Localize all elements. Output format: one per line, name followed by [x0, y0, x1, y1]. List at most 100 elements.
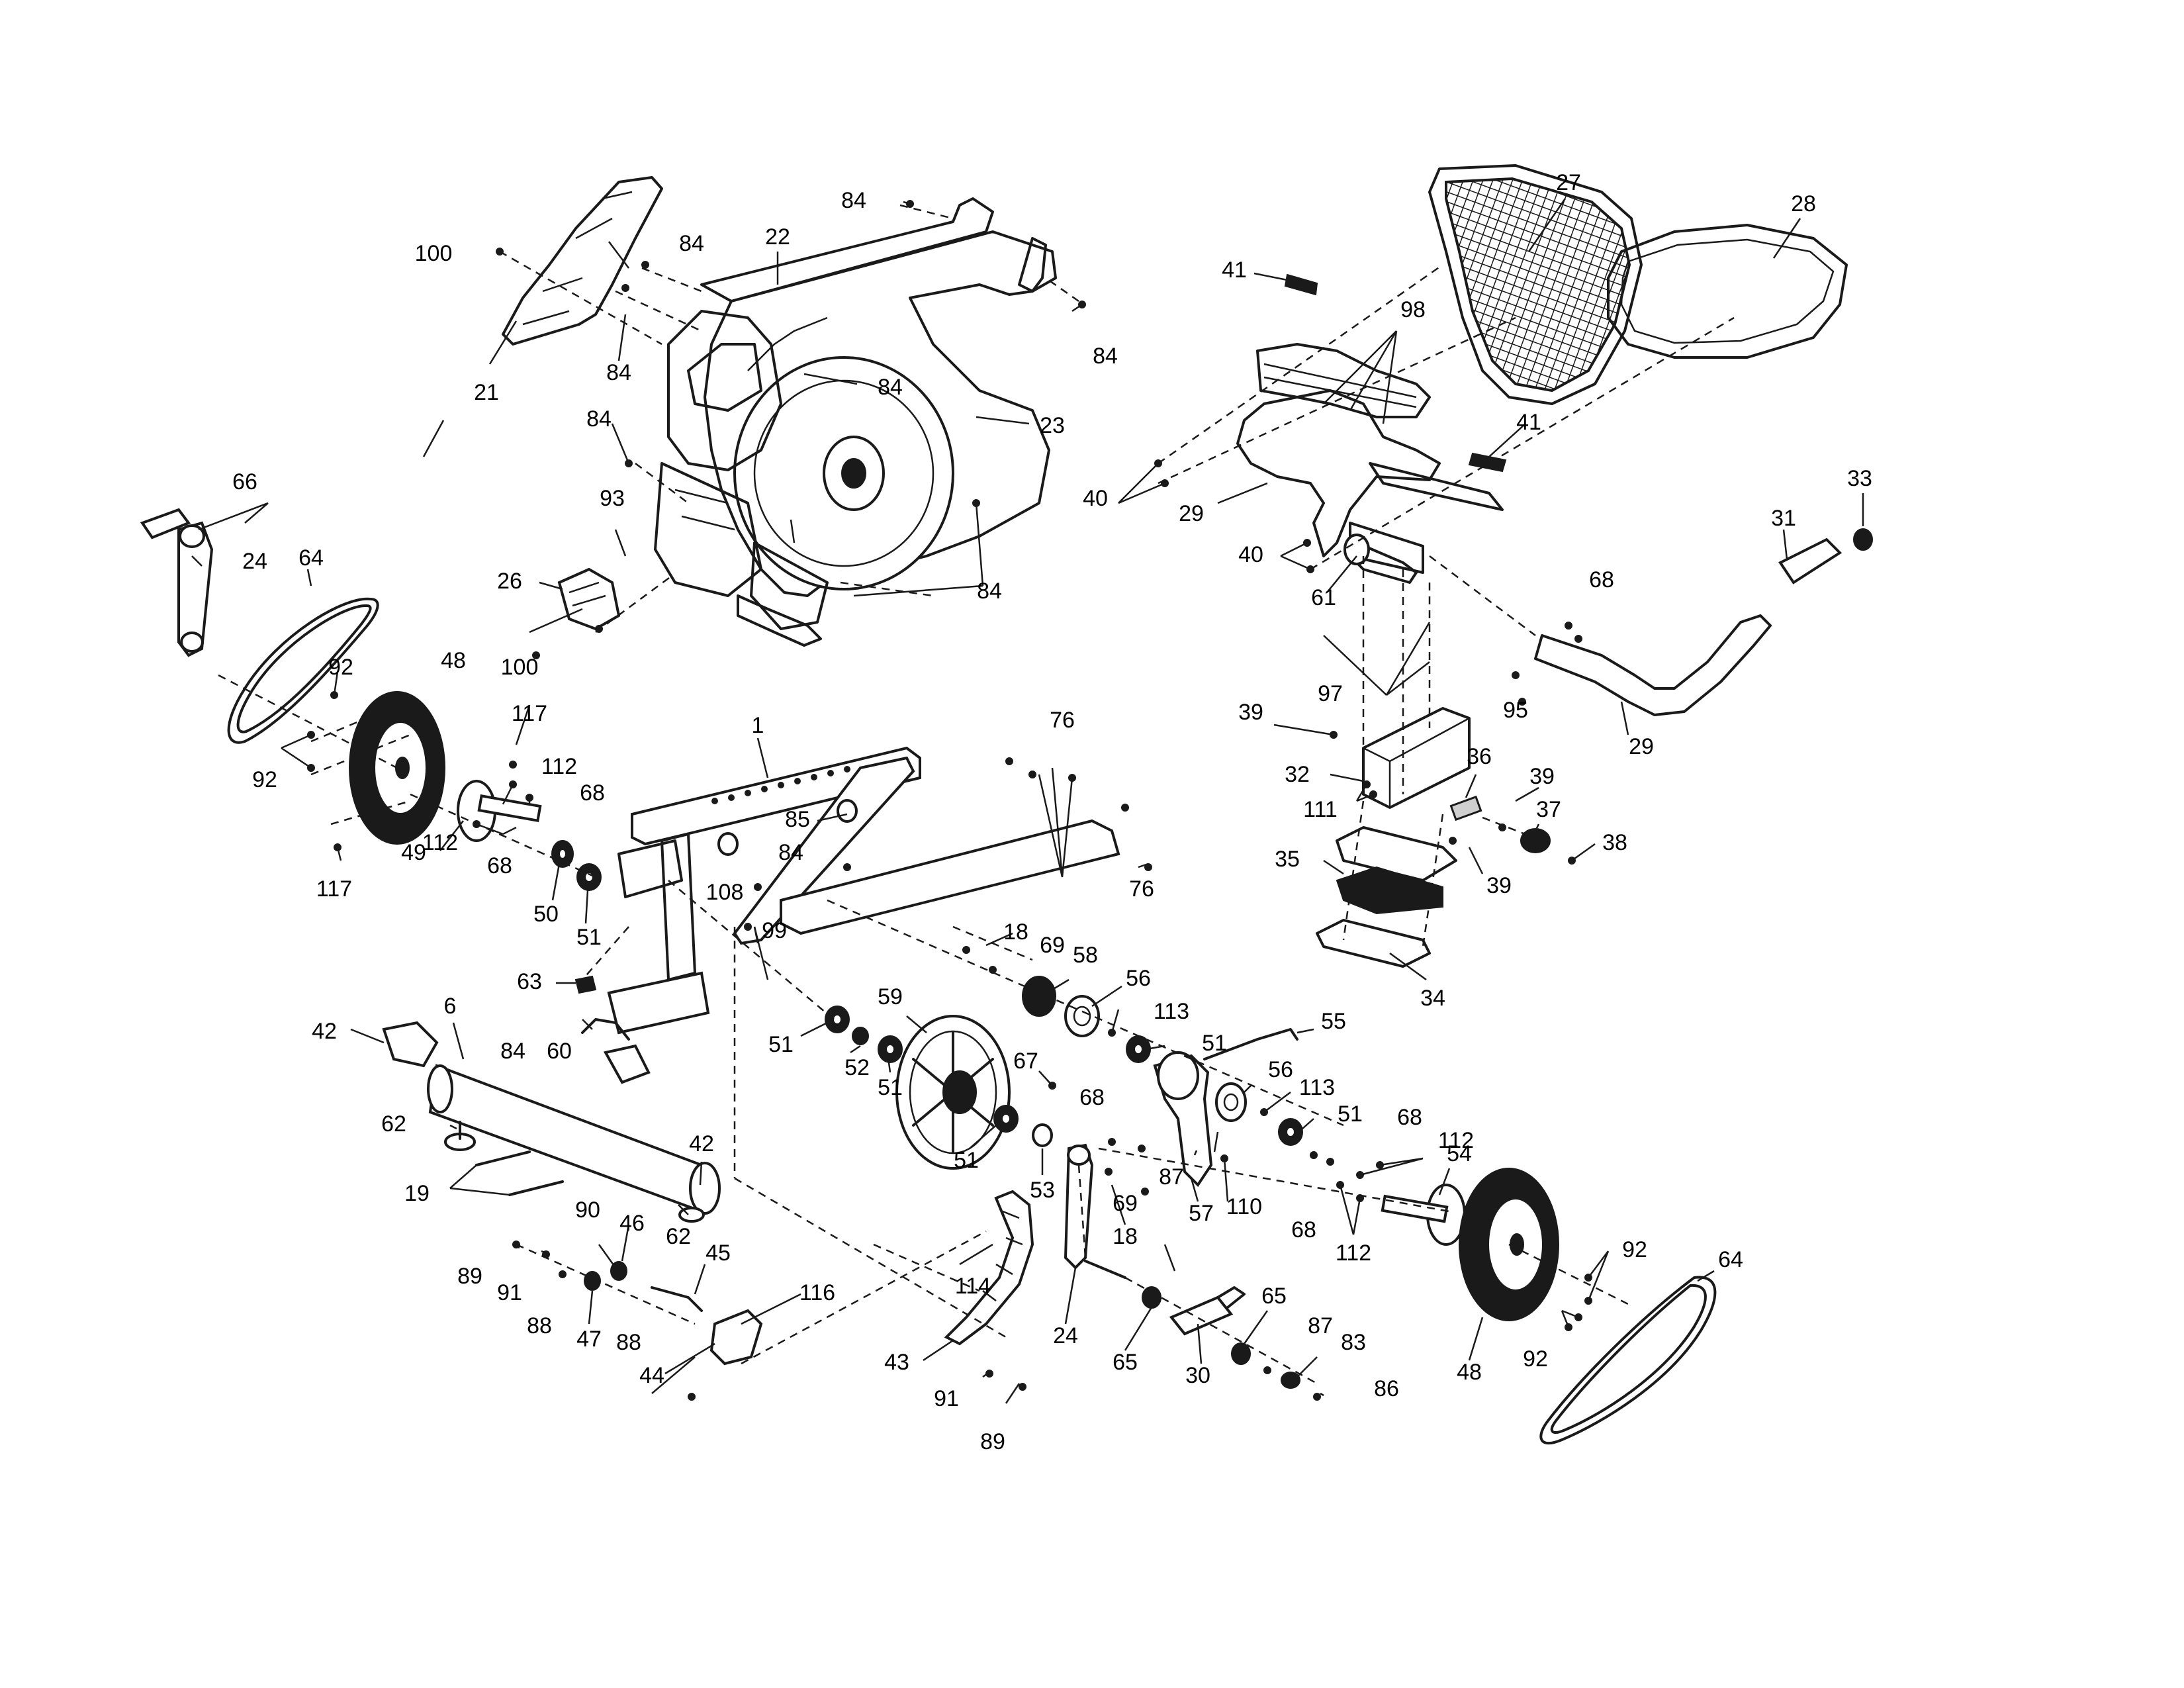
callout-84: 84: [679, 231, 704, 256]
callout-69: 69: [1040, 933, 1065, 958]
leveler-part-62: [444, 1121, 476, 1151]
pulley-part-47: [584, 1271, 601, 1291]
bearing-part-50: [551, 840, 574, 868]
callout-29: 29: [1179, 501, 1204, 526]
callout-67: 67: [1013, 1049, 1038, 1074]
bearing-part-51-f: [1278, 1118, 1303, 1146]
callout-41: 41: [1222, 258, 1247, 283]
callout-22: 22: [765, 224, 790, 250]
callout-91: 91: [497, 1280, 522, 1305]
callout-88: 88: [527, 1313, 552, 1338]
callout-66: 66: [232, 469, 257, 494]
wire-part-45: [651, 1286, 703, 1312]
callout-91: 91: [934, 1386, 959, 1411]
side-shield-part-21: [502, 176, 663, 346]
callout-51: 51: [576, 925, 602, 950]
rail-cover-part-34: [1316, 919, 1431, 968]
callout-89: 89: [457, 1264, 482, 1289]
callout-92: 92: [328, 655, 353, 680]
end-cap-part-33: [1853, 528, 1873, 551]
callout-113: 113: [1154, 999, 1189, 1024]
callout-32: 32: [1285, 762, 1310, 787]
callout-60: 60: [547, 1039, 572, 1064]
callout-33: 33: [1847, 466, 1872, 491]
callout-69: 69: [1113, 1191, 1138, 1216]
callout-89: 89: [980, 1429, 1005, 1454]
callout-76: 76: [1129, 876, 1154, 902]
bolt-part-36: [1449, 795, 1482, 821]
callout-48: 48: [1457, 1360, 1482, 1385]
callout-36: 36: [1467, 744, 1492, 769]
spacer-part-53: [1032, 1123, 1053, 1147]
callout-56: 56: [1126, 966, 1151, 991]
callout-31: 31: [1771, 506, 1796, 531]
callout-84: 84: [977, 579, 1002, 604]
callout-85: 85: [785, 807, 810, 832]
callout-24: 24: [1053, 1323, 1078, 1348]
pedal-part-30: [1169, 1286, 1246, 1336]
callout-18: 18: [1113, 1224, 1138, 1249]
callout-113: 113: [1299, 1075, 1335, 1100]
callout-29: 29: [1629, 734, 1654, 759]
bearing-part-51-b: [825, 1006, 850, 1033]
front-stabilizer-part-6: [427, 1064, 721, 1215]
magnet-part-43: [944, 1190, 1034, 1346]
callout-108: 108: [706, 880, 744, 905]
callout-47: 47: [576, 1327, 602, 1352]
callout-99: 99: [762, 918, 787, 943]
callout-54: 54: [1447, 1141, 1472, 1166]
pedal-part-66: [140, 508, 191, 539]
knob-part-41-left: [1284, 273, 1318, 296]
idler-bracket-part-57: [1153, 1051, 1213, 1188]
callout-100: 100: [501, 655, 539, 680]
callout-68: 68: [1589, 567, 1614, 592]
callout-30: 30: [1185, 1363, 1210, 1388]
callout-48: 48: [441, 648, 466, 673]
belt-part-64-left: [227, 597, 379, 744]
callout-50: 50: [533, 902, 559, 927]
backrest-part-27: [1428, 164, 1643, 405]
callout-42: 42: [689, 1131, 714, 1156]
callout-39: 39: [1486, 873, 1512, 898]
callout-62: 62: [666, 1224, 691, 1249]
callout-24: 24: [242, 549, 267, 574]
leader-lines: [191, 198, 1864, 1404]
callout-64: 64: [1718, 1247, 1743, 1272]
callout-41: 41: [1516, 410, 1541, 435]
callout-112: 112: [541, 754, 577, 779]
callout-51: 51: [878, 1075, 903, 1100]
callout-51: 51: [1202, 1031, 1227, 1056]
callout-63: 63: [517, 969, 542, 994]
callout-68: 68: [1397, 1105, 1422, 1130]
nut-part-65-a: [1142, 1286, 1161, 1309]
callout-40: 40: [1083, 486, 1108, 511]
callout-68: 68: [580, 780, 605, 806]
callout-92: 92: [252, 767, 277, 792]
callout-87: 87: [1308, 1313, 1333, 1338]
callout-57: 57: [1189, 1201, 1214, 1226]
callout-112: 112: [422, 830, 458, 855]
callout-84: 84: [586, 406, 612, 432]
callout-35: 35: [1275, 847, 1300, 872]
callout-51: 51: [954, 1148, 979, 1173]
callout-23: 23: [1040, 413, 1065, 438]
callout-97: 97: [1318, 681, 1343, 706]
fasteners: [307, 200, 1592, 1401]
callout-45: 45: [705, 1241, 731, 1266]
bearing-part-51-c: [878, 1035, 903, 1063]
callout-55: 55: [1321, 1009, 1346, 1034]
seat-bracket-part-32: [1362, 707, 1471, 809]
callout-56: 56: [1268, 1057, 1293, 1082]
nut-part-65-b: [1231, 1342, 1251, 1365]
callout-62: 62: [381, 1111, 406, 1137]
idler-part-58: [1022, 976, 1056, 1017]
endcap-part-42-front: [382, 1021, 439, 1068]
callout-84: 84: [1093, 344, 1118, 369]
callout-49: 49: [401, 840, 426, 865]
spacer-part-52: [852, 1027, 869, 1045]
callout-58: 58: [1073, 943, 1098, 968]
bearing-part-51-e: [1126, 1035, 1151, 1063]
callout-92: 92: [1523, 1346, 1548, 1372]
bearing-part-51-d: [993, 1105, 1019, 1133]
callout-28: 28: [1791, 191, 1816, 216]
